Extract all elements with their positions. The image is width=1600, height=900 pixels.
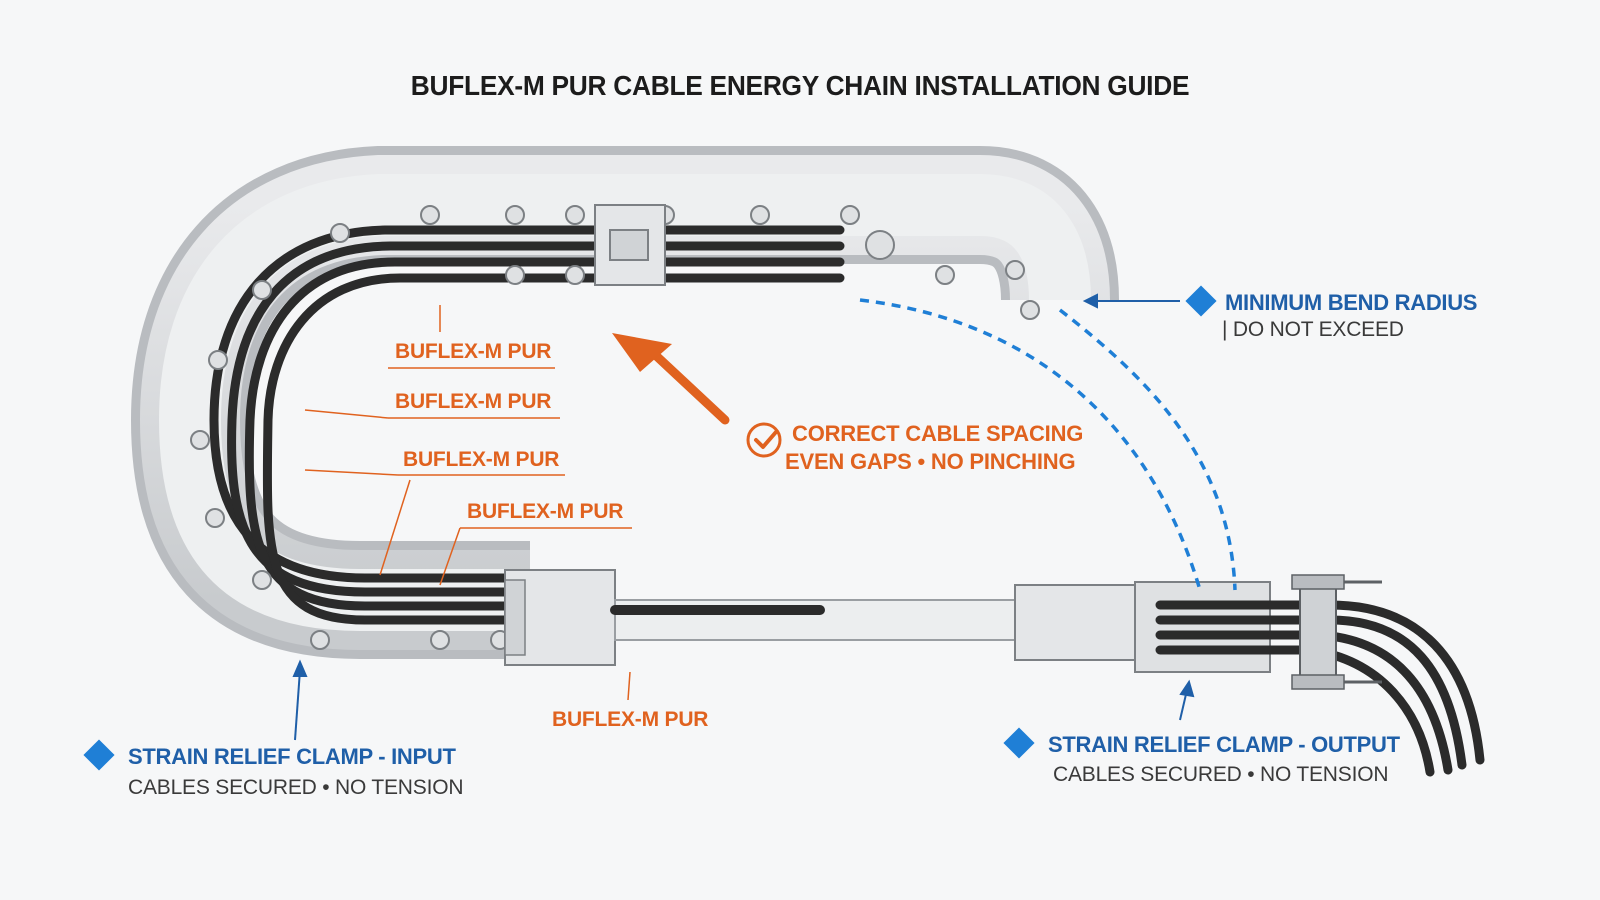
cable-bundle bbox=[209, 225, 845, 625]
chain-bolts bbox=[190, 205, 1040, 650]
spacing-note-line2: EVEN GAPS • NO PINCHING bbox=[785, 449, 1076, 474]
cable-2 bbox=[227, 241, 845, 597]
cable-label-5: BUFLEX-M PUR bbox=[552, 708, 709, 731]
bend-radius-subtitle: | DO NOT EXCEED bbox=[1222, 318, 1404, 341]
check-circle-icon bbox=[746, 422, 782, 458]
output-clamp-body bbox=[1134, 581, 1271, 673]
page-title: BUFLEX-M PUR CABLE ENERGY CHAIN INSTALLA… bbox=[410, 70, 1190, 101]
cable-label-2: BUFLEX-M PUR bbox=[395, 390, 552, 413]
bend-radius-title: MINIMUM BEND RADIUS bbox=[1225, 290, 1478, 315]
cable-4 bbox=[262, 273, 845, 625]
cable-label-1: BUFLEX-M PUR bbox=[395, 340, 552, 363]
blue-leader-arrows bbox=[292, 293, 1195, 741]
clamp-input-subtitle: CABLES SECURED • NO TENSION bbox=[128, 776, 464, 799]
clamp-output-title: STRAIN RELIEF CLAMP - OUTPUT bbox=[1048, 732, 1400, 757]
spacing-arrow-icon bbox=[612, 333, 730, 425]
cable-3 bbox=[244, 257, 845, 611]
chain-end-fitting bbox=[865, 230, 895, 260]
output-mounting-plate bbox=[1299, 581, 1337, 688]
cable-label-4: BUFLEX-M PUR bbox=[467, 500, 624, 523]
clamp-input-title: STRAIN RELIEF CLAMP - INPUT bbox=[128, 744, 456, 769]
cable-1 bbox=[209, 225, 845, 583]
cable-label-3: BUFLEX-M PUR bbox=[403, 448, 560, 471]
orange-leader-lines bbox=[304, 305, 632, 701]
energy-chain-channel bbox=[158, 174, 1091, 631]
clamp-output-subtitle: CABLES SECURED • NO TENSION bbox=[1053, 763, 1389, 786]
spacing-note-line1: CORRECT CABLE SPACING bbox=[792, 421, 1084, 446]
bend-radius-guide bbox=[859, 298, 1237, 591]
output-rail-block bbox=[1014, 584, 1136, 661]
